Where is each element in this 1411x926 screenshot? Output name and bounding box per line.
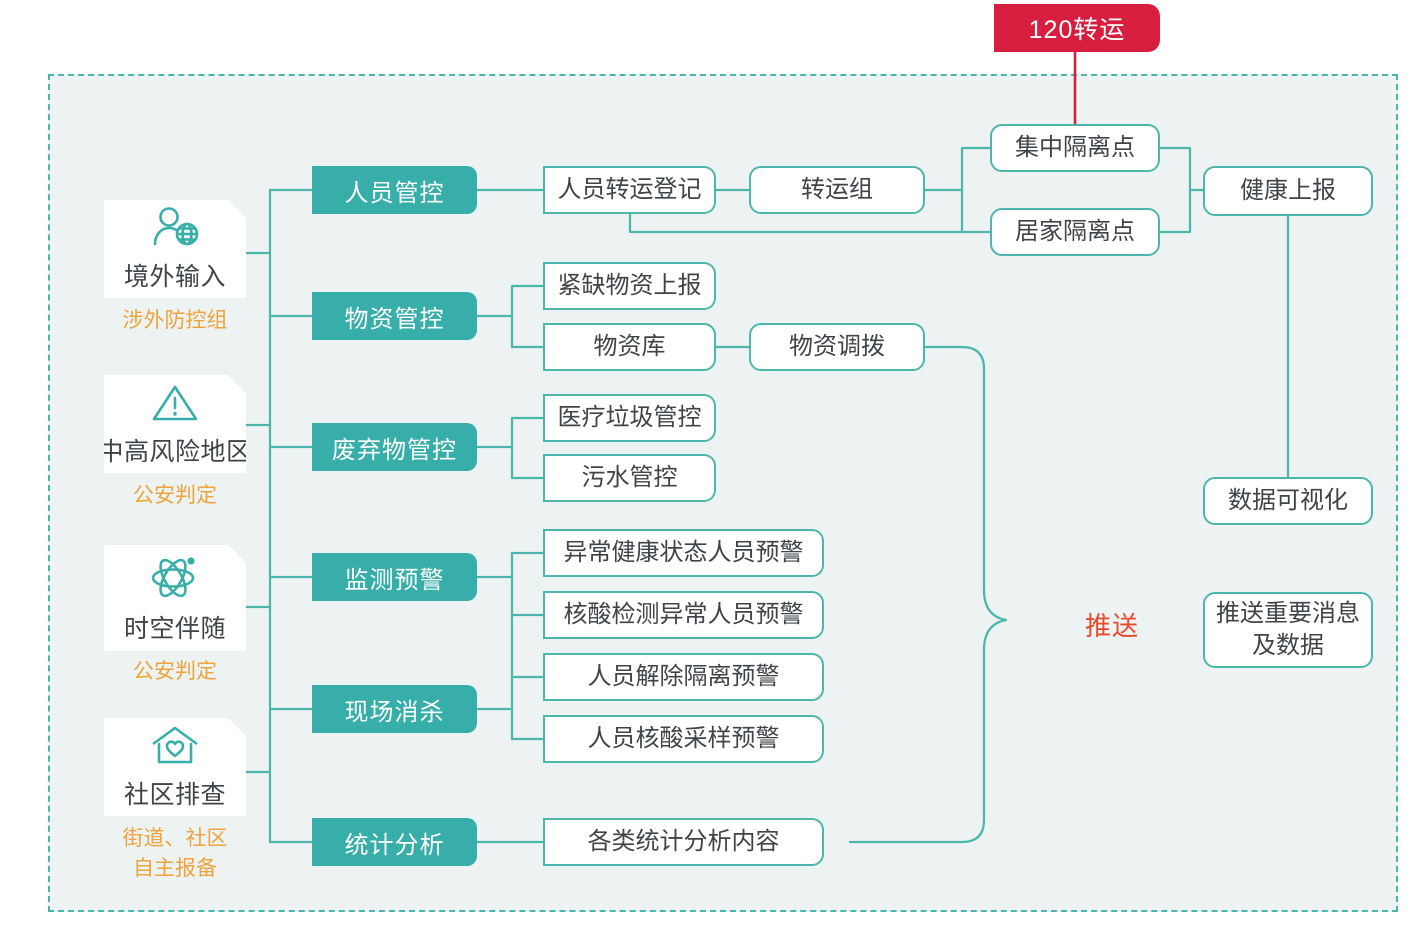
category-button-supply-control[interactable]: 物资管控 bbox=[312, 292, 477, 340]
source-note-community-screening: 街道、社区 自主报备 bbox=[122, 827, 228, 880]
source-card-title: 中高风险地区 bbox=[98, 437, 252, 466]
house-heart-icon bbox=[148, 724, 202, 773]
person-globe-icon bbox=[147, 206, 203, 255]
node-supply-dispatch[interactable]: 物资调拨 bbox=[749, 323, 925, 371]
node-alert-abnormal-health[interactable]: 异常健康状态人员预警 bbox=[543, 529, 824, 577]
source-card-spatiotemporal[interactable]: 时空伴随 bbox=[104, 545, 246, 651]
category-button-monitoring-alert[interactable]: 监测预警 bbox=[312, 553, 477, 601]
category-label: 人员管控 bbox=[344, 179, 445, 207]
category-label: 现场消杀 bbox=[344, 698, 445, 726]
source-card-title: 社区排查 bbox=[123, 780, 226, 809]
badge-120-transfer[interactable]: 120转运 bbox=[994, 4, 1160, 52]
node-supply-warehouse[interactable]: 物资库 bbox=[543, 323, 716, 371]
category-button-onsite-disinfection[interactable]: 现场消杀 bbox=[312, 685, 477, 733]
atom-orbit-icon bbox=[145, 552, 205, 607]
category-button-waste-control[interactable]: 废弃物管控 bbox=[312, 423, 477, 471]
node-alert-abnormal-pcr[interactable]: 核酸检测异常人员预警 bbox=[543, 591, 824, 639]
node-central-quarantine-site[interactable]: 集中隔离点 bbox=[990, 124, 1160, 172]
source-note-overseas-import: 涉外防控组 bbox=[122, 309, 228, 332]
warning-triangle-icon bbox=[150, 381, 200, 430]
source-note-high-risk-area: 公安判定 bbox=[133, 484, 217, 507]
source-card-title: 时空伴随 bbox=[123, 614, 226, 643]
node-data-visualization[interactable]: 数据可视化 bbox=[1203, 477, 1373, 525]
node-scarce-supply-report[interactable]: 紧缺物资上报 bbox=[543, 262, 716, 310]
source-note-spatiotemporal: 公安判定 bbox=[133, 660, 217, 683]
category-button-statistical-analysis[interactable]: 统计分析 bbox=[312, 818, 477, 866]
category-label: 物资管控 bbox=[344, 305, 445, 333]
source-card-community-screening[interactable]: 社区排查 bbox=[104, 718, 246, 816]
node-alert-release-quarantine[interactable]: 人员解除隔离预警 bbox=[543, 653, 824, 701]
node-home-quarantine-site[interactable]: 居家隔离点 bbox=[990, 208, 1160, 256]
source-card-overseas-import[interactable]: 境外输入 bbox=[104, 200, 246, 298]
badge-label: 120转运 bbox=[1028, 16, 1126, 44]
category-label: 统计分析 bbox=[344, 831, 445, 859]
source-card-high-risk-area[interactable]: 中高风险地区 bbox=[104, 375, 246, 473]
node-push-message-and-data[interactable]: 推送重要消息 及数据 bbox=[1203, 592, 1373, 668]
node-transfer-group[interactable]: 转运组 bbox=[749, 166, 925, 214]
push-label: 推送 bbox=[1085, 611, 1140, 641]
category-label: 废弃物管控 bbox=[332, 436, 457, 464]
node-transfer-register[interactable]: 人员转运登记 bbox=[543, 166, 716, 214]
node-alert-pcr-sampling[interactable]: 人员核酸采样预警 bbox=[543, 715, 824, 763]
node-medical-waste-control[interactable]: 医疗垃圾管控 bbox=[543, 394, 716, 442]
source-card-title: 境外输入 bbox=[123, 262, 226, 291]
node-sewage-control[interactable]: 污水管控 bbox=[543, 454, 716, 502]
category-label: 监测预警 bbox=[344, 566, 445, 594]
node-statistical-content[interactable]: 各类统计分析内容 bbox=[543, 818, 824, 866]
category-button-personnel-control[interactable]: 人员管控 bbox=[312, 166, 477, 214]
node-health-report[interactable]: 健康上报 bbox=[1203, 166, 1373, 216]
